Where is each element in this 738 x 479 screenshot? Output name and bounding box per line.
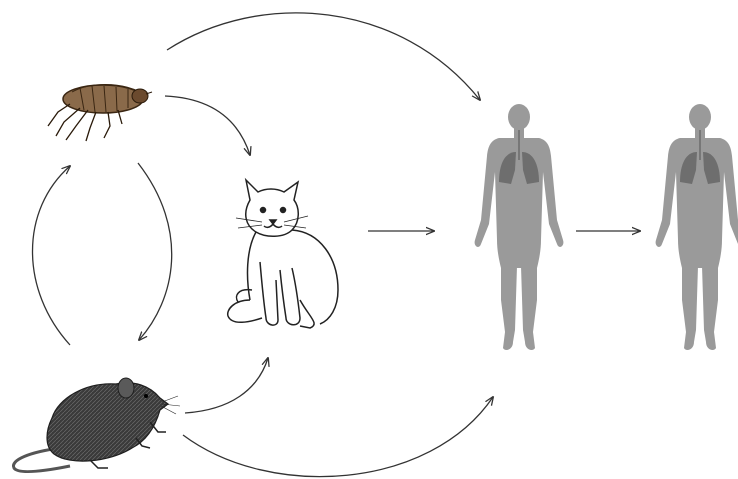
cat-icon xyxy=(228,180,338,328)
arrow-flea-to-human xyxy=(167,13,480,100)
rat-icon xyxy=(13,378,180,472)
arrow-rat-to-cat xyxy=(185,358,268,413)
arrow-flea-to-cat xyxy=(165,96,250,155)
arrow-flea-to-rat xyxy=(138,163,172,340)
human-lungs-icon xyxy=(475,104,564,350)
arrow-rat-to-flea xyxy=(33,166,71,345)
flea-icon xyxy=(48,85,152,142)
human-lungs-icon xyxy=(656,104,738,350)
arrow-rat-to-human xyxy=(183,397,493,477)
